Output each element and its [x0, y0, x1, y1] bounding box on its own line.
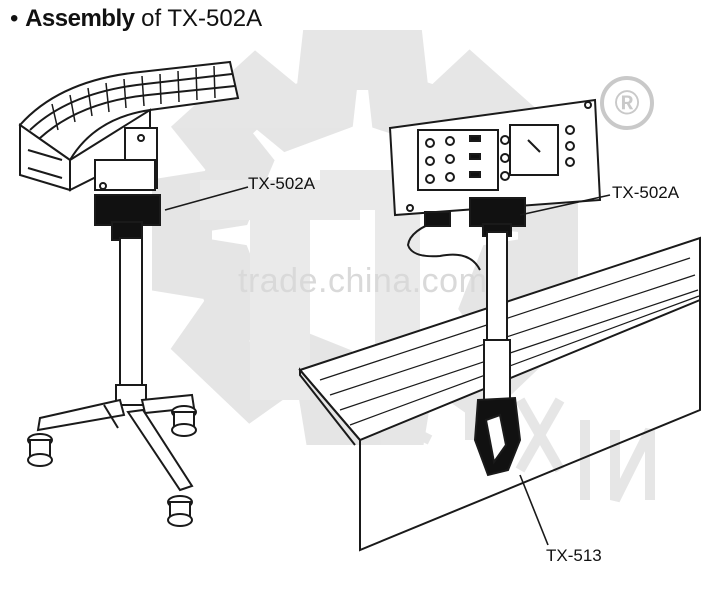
callout-left-tx-502a: TX-502A [248, 174, 316, 193]
title-bullet: • [10, 5, 19, 32]
right-assembly [298, 98, 701, 552]
callout-right-tx-502a: TX-502A [612, 183, 680, 202]
title-rest: of TX-502A [134, 5, 263, 32]
title-emphasis: Assembly [25, 5, 135, 32]
watermark-text: trade.china.com [238, 262, 488, 300]
callout-tx-513: TX-513 [546, 546, 602, 565]
page-title: • Assembly of TX-502A [10, 4, 262, 34]
left-conveyor-module [18, 60, 240, 527]
leader-lines [164, 186, 611, 546]
registered-mark: ® [600, 76, 654, 130]
